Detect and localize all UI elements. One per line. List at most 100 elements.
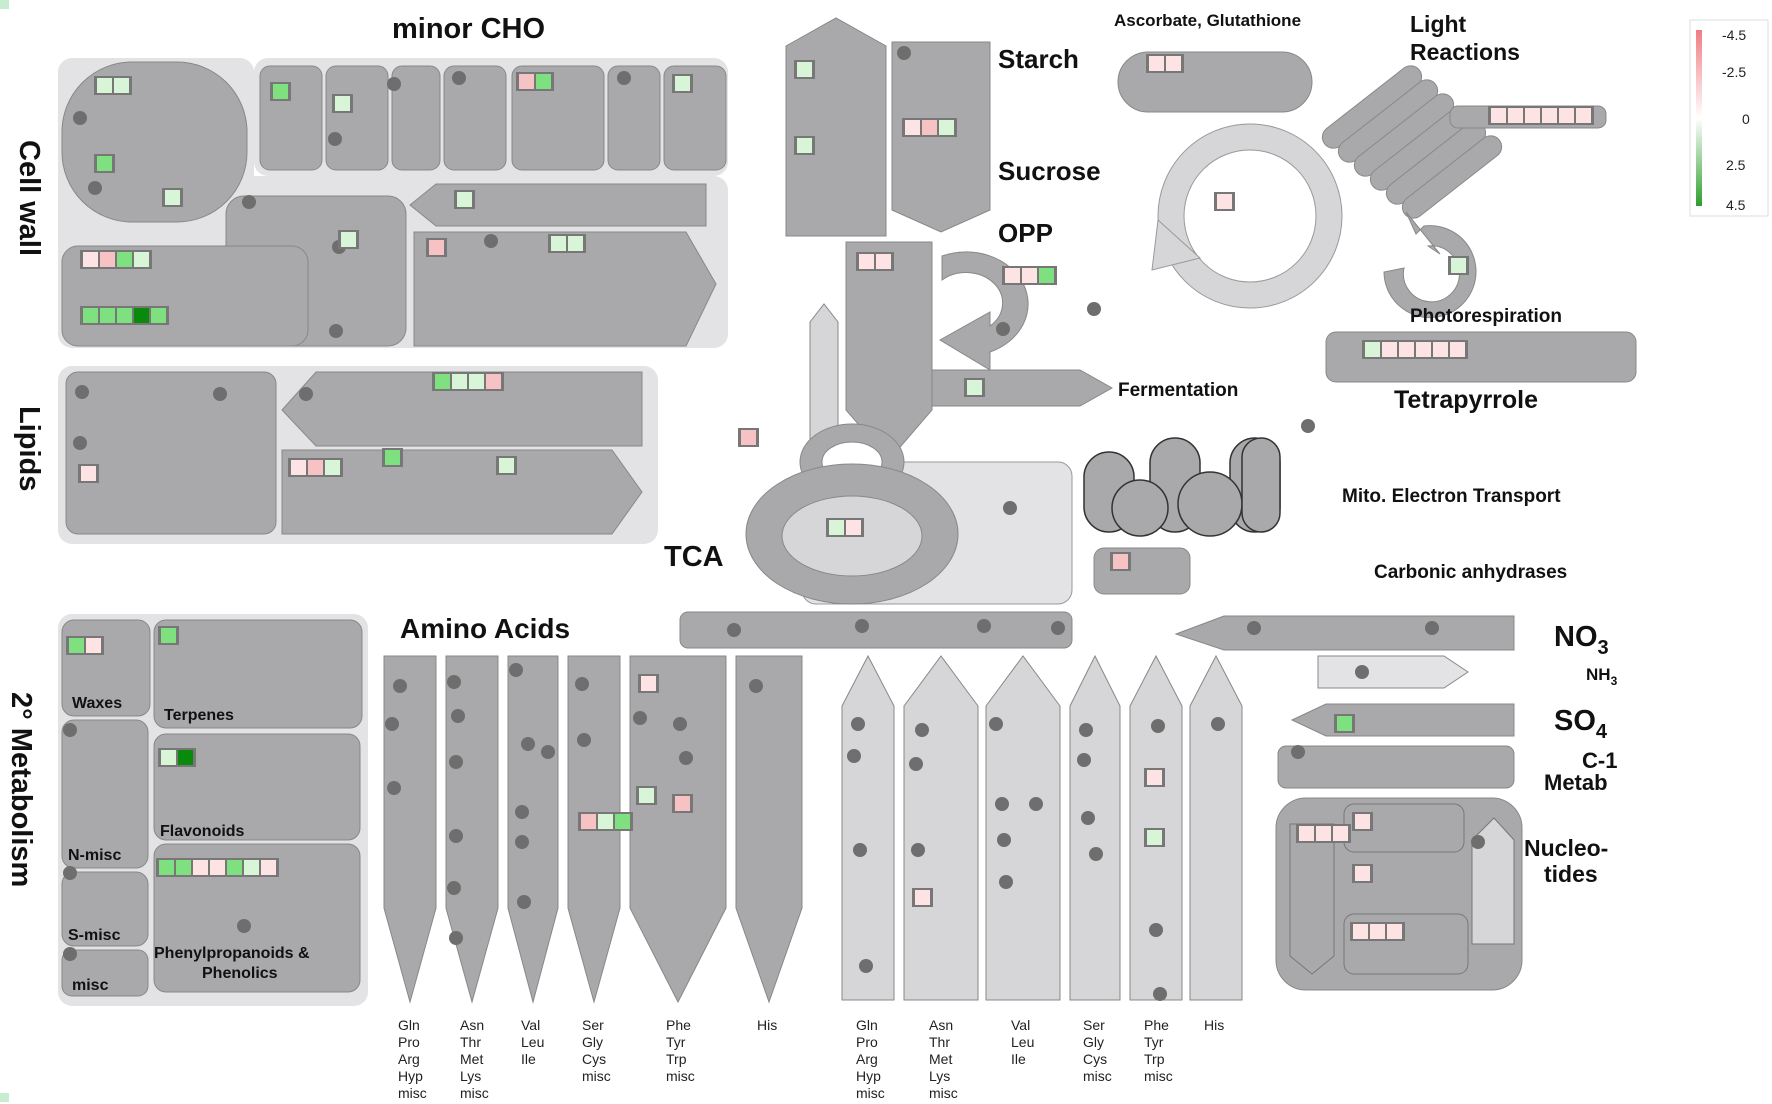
value-box-carbonic-1	[1110, 552, 1131, 571]
value-cell	[551, 236, 566, 251]
marker-dot	[909, 757, 923, 771]
amino-acid-arrows: GlnProArgHypmiscAsnThrMetLysmiscValLeuIl…	[383, 654, 1243, 1101]
label-phenolics: Phenolics	[202, 965, 278, 982]
amino-acid-label: Ser	[582, 1017, 604, 1033]
amino-acid-label: misc	[666, 1068, 695, 1084]
value-box-nucleotides-2	[1352, 812, 1373, 831]
value-cell	[939, 120, 954, 135]
amino-acid-label: Leu	[521, 1034, 544, 1050]
marker-dot	[679, 751, 693, 765]
amino-acid-label: Val	[521, 1017, 540, 1033]
amino-acid-label: Cys	[582, 1051, 606, 1067]
marker-dot	[897, 46, 911, 60]
marker-dot	[387, 77, 401, 91]
value-cell	[273, 84, 288, 99]
value-cell	[1433, 342, 1448, 357]
value-cell	[675, 796, 690, 811]
marker-dot	[449, 829, 463, 843]
value-cell	[161, 750, 176, 765]
marker-dot	[299, 387, 313, 401]
cell-wall-region	[58, 58, 728, 348]
amino-acid-label: Trp	[666, 1051, 687, 1067]
color-legend: -4.5 -2.5 0 2.5 4.5	[1689, 19, 1769, 217]
marker-dot	[385, 717, 399, 731]
amino-acid-arrow	[1069, 654, 1121, 1001]
amino-acid-label: Arg	[856, 1051, 878, 1067]
value-cell	[385, 450, 400, 465]
marker-dot	[449, 931, 463, 945]
value-box-lipids-2	[78, 464, 99, 483]
amino-acid-label: Met	[460, 1051, 483, 1067]
value-cell	[83, 252, 98, 267]
legend-gradient-bar	[1696, 30, 1702, 206]
marker-dot	[1151, 719, 1165, 733]
amino-acid-label: Pro	[856, 1034, 878, 1050]
value-cell	[1333, 826, 1348, 841]
amino-acid-label: misc	[1144, 1068, 1173, 1084]
amino-acid-label: misc	[460, 1085, 489, 1101]
marker-dot	[449, 755, 463, 769]
amino-acid-label: Pro	[398, 1034, 420, 1050]
value-cell	[325, 460, 340, 475]
amino-acid-label: misc	[582, 1068, 611, 1084]
value-box-aa-ser-1	[578, 812, 633, 831]
value-box-aa-phe-1	[638, 674, 659, 693]
marker-dot	[451, 709, 465, 723]
value-box-cell-wall-row1	[80, 250, 152, 269]
amino-acid-arrow	[841, 654, 895, 1001]
value-cell	[829, 520, 844, 535]
value-box-nucleotides-1	[1296, 824, 1351, 843]
value-cell	[639, 788, 654, 803]
value-box-phenyl-1	[156, 858, 279, 877]
label-phenylpropanoids: Phenylpropanoids &	[154, 945, 310, 962]
value-box-flavonoids-1	[158, 748, 196, 767]
carbonic-block	[1093, 547, 1191, 595]
value-cell	[675, 76, 690, 91]
value-cell	[341, 232, 356, 247]
amino-acid-label: Hyp	[856, 1068, 881, 1084]
legend-tick: -2.5	[1722, 64, 1746, 80]
value-cell	[1353, 924, 1368, 939]
marker-dot	[237, 919, 251, 933]
label-tca: TCA	[664, 541, 724, 573]
amino-acid-arrow	[383, 655, 437, 1004]
amino-acid-label: Asn	[929, 1017, 953, 1033]
legend-tick: 2.5	[1726, 157, 1746, 173]
value-box-minor-cho-3	[516, 72, 554, 91]
value-box-sucrose-1	[902, 118, 957, 137]
label-mito-electron: Mito. Electron Transport	[1342, 486, 1561, 507]
marker-dot	[1077, 753, 1091, 767]
value-cell	[117, 308, 132, 323]
value-cell	[1525, 108, 1540, 123]
marker-dot	[995, 797, 1009, 811]
value-cell	[83, 308, 98, 323]
value-box-minor-cho-4	[672, 74, 693, 93]
cell-wall-round-block	[61, 61, 248, 223]
marker-dot	[1471, 835, 1485, 849]
value-cell	[1022, 268, 1037, 283]
value-box-minor-cho-5	[454, 190, 475, 209]
marker-dot	[447, 675, 461, 689]
marker-dot	[633, 711, 647, 725]
value-cell	[176, 860, 191, 875]
tca-area	[745, 423, 1073, 605]
marker-dot	[517, 895, 531, 909]
marker-dot	[727, 623, 741, 637]
label-nh3: NH3	[1586, 665, 1618, 688]
value-cell	[452, 374, 467, 389]
value-cell	[486, 374, 501, 389]
value-cell	[615, 814, 630, 829]
value-cell	[114, 78, 129, 93]
value-box-minor-cho-7	[426, 238, 447, 257]
value-cell	[1166, 56, 1181, 71]
value-cell	[536, 74, 551, 89]
value-cell	[1147, 830, 1162, 845]
marker-dot	[911, 843, 925, 857]
amino-acid-label: Ile	[1011, 1051, 1026, 1067]
amino-acid-label: Leu	[1011, 1034, 1034, 1050]
starch-sucrose-blocks	[785, 17, 1114, 471]
value-cell	[581, 814, 596, 829]
value-box-nucleotides-3	[1352, 864, 1373, 883]
label-carbonic: Carbonic anhydrases	[1374, 562, 1567, 583]
